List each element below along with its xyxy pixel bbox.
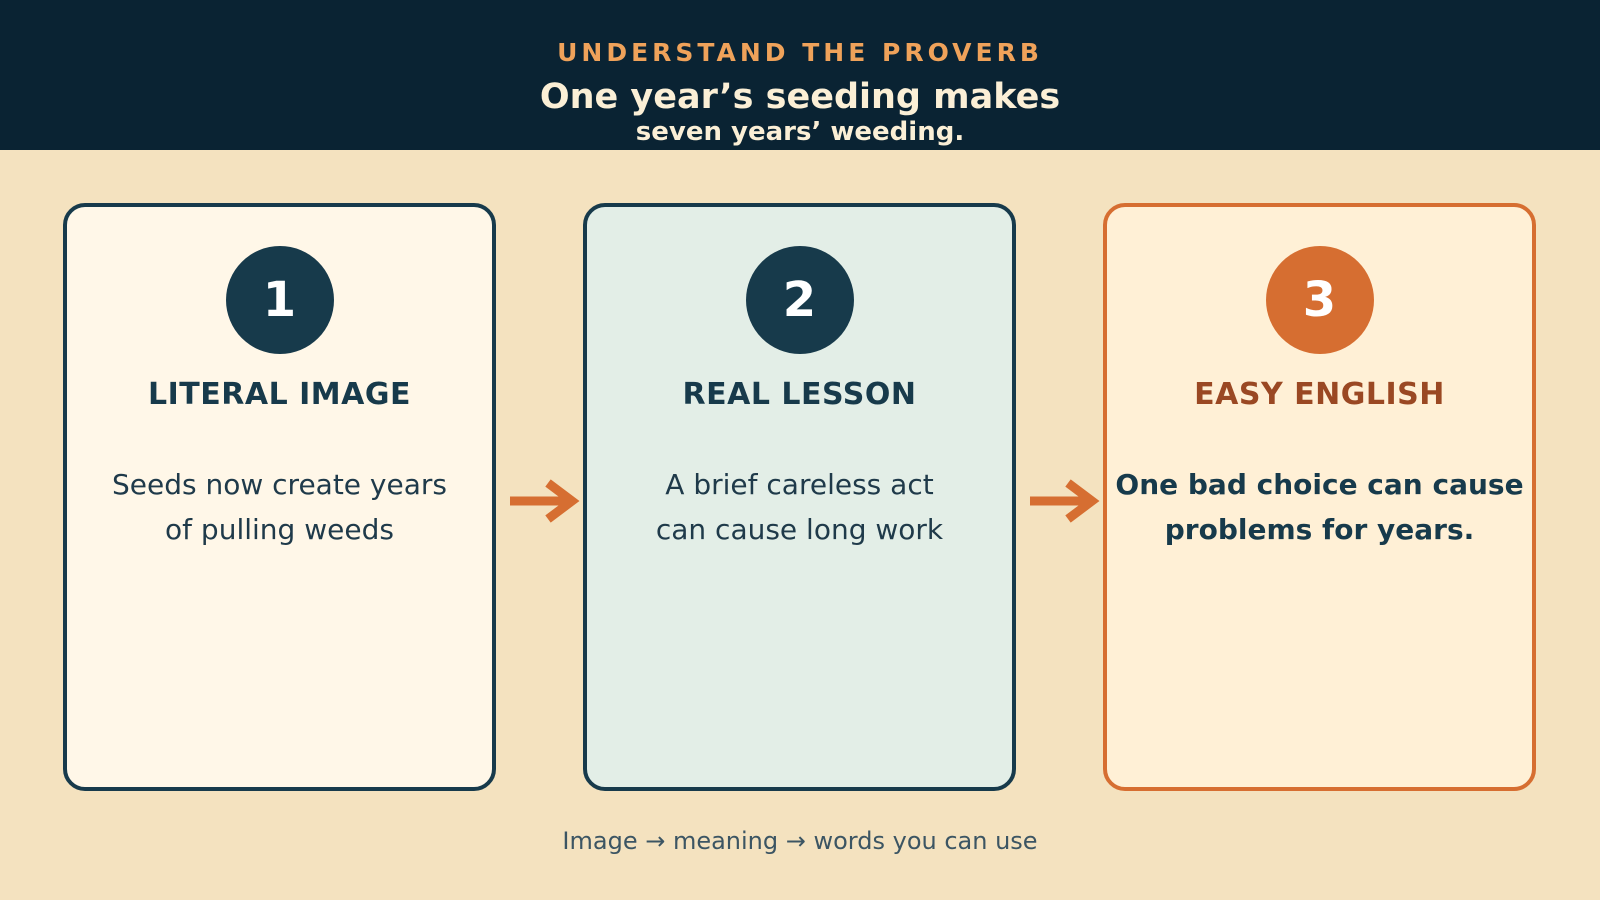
card-title: REAL LESSON	[682, 377, 917, 412]
card-body-line: Seeds now create years	[111, 468, 447, 501]
step-number-badge: 3	[1265, 246, 1374, 354]
card-body-line: A brief careless act	[665, 468, 934, 501]
footer-caption: Image → meaning → words you can use	[562, 827, 1038, 855]
arrow-right-icon	[1030, 479, 1100, 523]
card-body-line: One bad choice can cause	[1115, 468, 1524, 501]
step-number-badge: 2	[745, 246, 854, 354]
card-body-line: of pulling weeds	[165, 513, 394, 546]
card-literal-image: 1 LITERAL IMAGE Seeds now create years o…	[63, 203, 496, 791]
card-body-line: problems for years.	[1164, 513, 1475, 546]
proverb-title-line-2: seven years’ weeding.	[635, 117, 965, 147]
card-title: EASY ENGLISH	[1194, 377, 1445, 412]
arrow-right-icon	[510, 479, 580, 523]
step-number-badge: 1	[225, 246, 334, 354]
proverb-title-line-1: One year’s seeding makes	[539, 77, 1061, 117]
card-body-line: can cause long work	[655, 513, 944, 546]
card-title: LITERAL IMAGE	[148, 377, 411, 412]
card-easy-english: 3 EASY ENGLISH One bad choice can cause …	[1103, 203, 1536, 791]
header-banner: UNDERSTAND THE PROVERB One year’s seedin…	[0, 0, 1600, 150]
card-body: Seeds now create years of pulling weeds	[83, 462, 476, 552]
card-body: One bad choice can cause problems for ye…	[1107, 462, 1532, 552]
eyebrow-label: UNDERSTAND THE PROVERB	[557, 38, 1043, 67]
card-real-lesson: 2 REAL LESSON A brief careless act can c…	[583, 203, 1016, 791]
card-body: A brief careless act can cause long work	[603, 462, 996, 552]
